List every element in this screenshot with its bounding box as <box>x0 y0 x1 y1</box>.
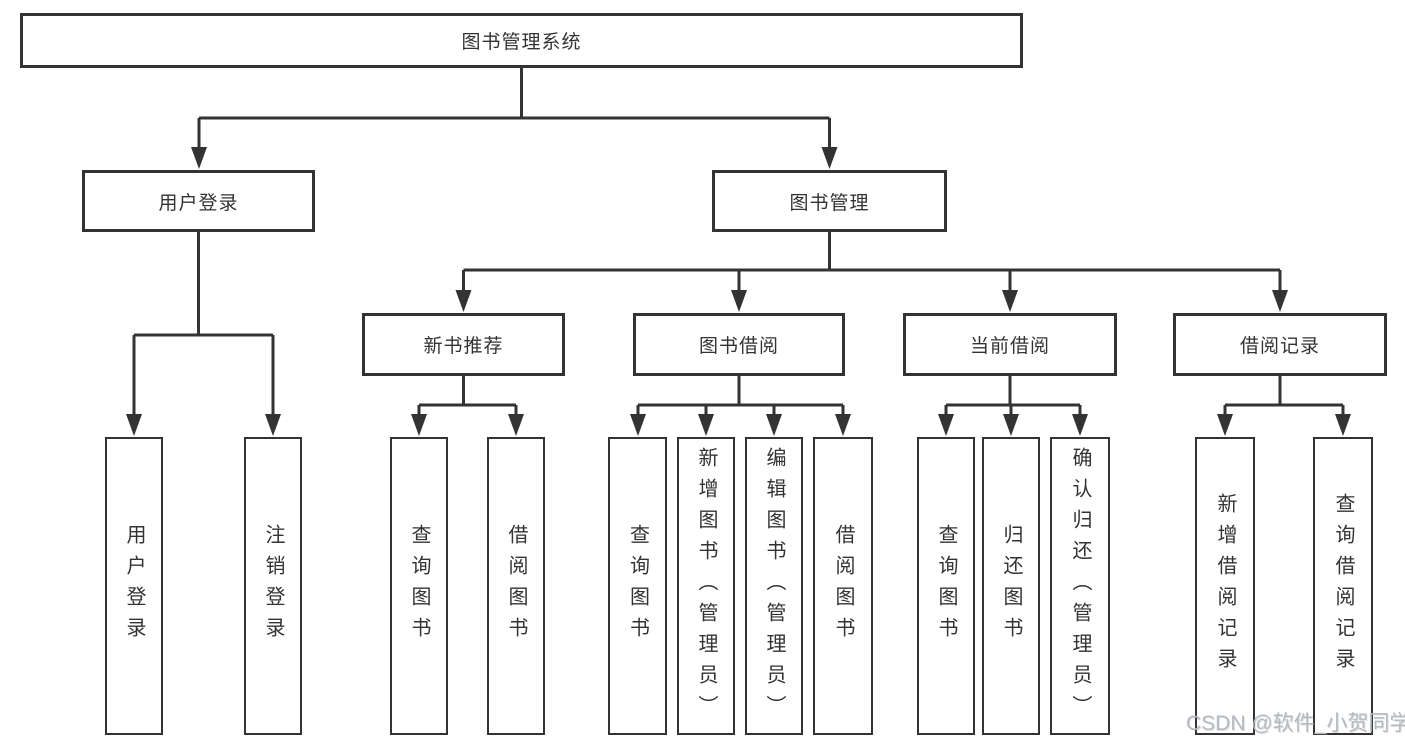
leaf-recommend-query-books-label: 查询图书 <box>408 524 430 648</box>
watermark-text: CSDN @软件_小贺同学 <box>1186 712 1405 735</box>
node-current-borrowing: 当前借阅 <box>903 313 1117 376</box>
leaf-current-query-books-label: 查询图书 <box>935 524 957 648</box>
leaf-records-query-record-label: 查询借阅记录 <box>1332 493 1354 679</box>
node-book-management-label: 图书管理 <box>789 192 870 214</box>
leaf-records-query-record: 查询借阅记录 <box>1313 437 1373 735</box>
node-book-management: 图书管理 <box>712 170 947 232</box>
node-book-borrowing-label: 图书借阅 <box>698 336 779 357</box>
leaf-logout: 注销登录 <box>244 437 302 735</box>
leaf-logout-label: 注销登录 <box>262 524 284 648</box>
leaf-borrow-edit-books-admin-label: 编辑图书（管理员） <box>763 446 785 726</box>
leaf-recommend-borrow-books-label: 借阅图书 <box>505 524 527 648</box>
leaf-current-return-books-label: 归还图书 <box>1000 524 1022 648</box>
node-library-management-system: 图书管理系统 <box>20 13 1023 68</box>
leaf-borrow-edit-books-admin: 编辑图书（管理员） <box>745 437 803 735</box>
leaf-records-add-record: 新增借阅记录 <box>1195 437 1255 735</box>
leaf-borrow-borrow-books: 借阅图书 <box>813 437 873 735</box>
node-new-book-recommendation-label: 新书推荐 <box>423 336 504 357</box>
node-library-management-system-label: 图书管理系统 <box>461 32 582 53</box>
leaf-current-confirm-return-admin-label: 确认归还（管理员） <box>1069 446 1091 726</box>
leaf-user-login-label: 用户登录 <box>123 524 145 648</box>
node-new-book-recommendation: 新书推荐 <box>362 313 565 376</box>
node-user-login: 用户登录 <box>82 170 315 232</box>
leaf-recommend-borrow-books: 借阅图书 <box>487 437 545 735</box>
leaf-current-return-books: 归还图书 <box>982 437 1040 735</box>
leaf-borrow-query-books-label: 查询图书 <box>626 524 649 648</box>
leaf-borrow-add-books-admin: 新增图书（管理员） <box>677 437 735 735</box>
node-user-login-label: 用户登录 <box>158 192 239 214</box>
leaf-user-login: 用户登录 <box>105 437 163 735</box>
leaf-borrow-query-books: 查询图书 <box>608 437 667 735</box>
node-borrowing-records: 借阅记录 <box>1173 313 1387 376</box>
leaf-records-add-record-label: 新增借阅记录 <box>1214 493 1236 679</box>
leaf-current-confirm-return-admin: 确认归还（管理员） <box>1050 437 1110 735</box>
leaf-recommend-query-books: 查询图书 <box>390 437 448 735</box>
leaf-borrow-borrow-books-label: 借阅图书 <box>832 524 854 648</box>
node-borrowing-records-label: 借阅记录 <box>1239 336 1320 357</box>
leaf-borrow-add-books-admin-label: 新增图书（管理员） <box>695 446 717 726</box>
node-current-borrowing-label: 当前借阅 <box>969 336 1050 357</box>
leaf-current-query-books: 查询图书 <box>917 437 975 735</box>
node-book-borrowing: 图书借阅 <box>633 313 845 376</box>
